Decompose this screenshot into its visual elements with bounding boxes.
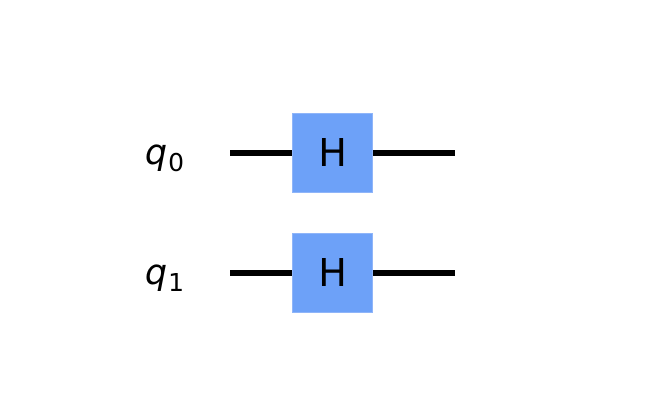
hadamard-gate-label: H bbox=[318, 251, 347, 295]
hadamard-gate-label: H bbox=[318, 131, 347, 175]
hadamard-gate-q1: H bbox=[292, 233, 373, 313]
hadamard-gate-q0: H bbox=[292, 113, 373, 193]
qubit-label-base: q bbox=[144, 252, 168, 293]
qubit-label-subscript: 1 bbox=[168, 267, 184, 297]
qubit-label-subscript: 0 bbox=[168, 147, 184, 177]
qubit-label-base: q bbox=[144, 132, 168, 173]
